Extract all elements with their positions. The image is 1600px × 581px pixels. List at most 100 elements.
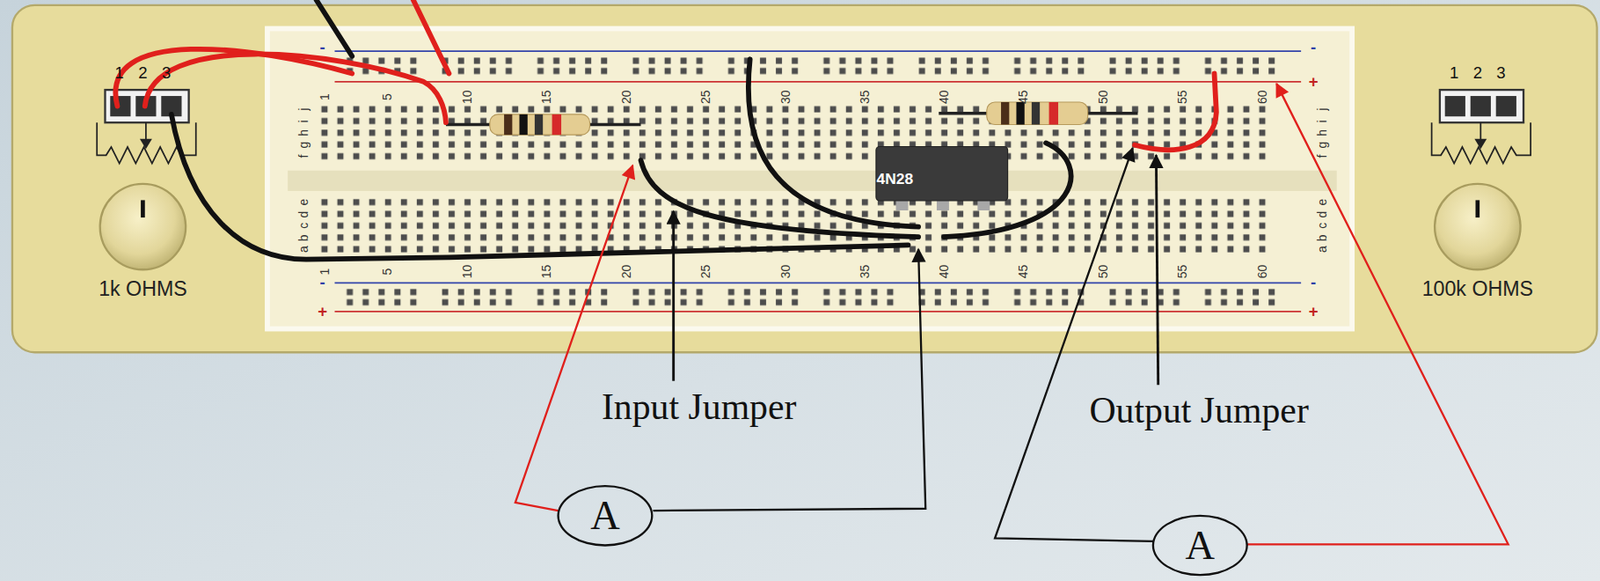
terminal-holes: [316, 102, 1271, 255]
optocoupler-chip: 4N28: [875, 146, 1009, 202]
meter-label: A: [590, 495, 621, 536]
row-letter-text: c: [1316, 222, 1330, 229]
row-letter-text: g: [298, 140, 311, 148]
meter-leads: [515, 165, 633, 511]
pin-number-text: 1: [115, 65, 125, 82]
pot-knob: [1434, 183, 1520, 270]
row-letter-text: h: [1316, 129, 1330, 137]
column-number: 55: [1176, 264, 1190, 278]
column-number-text: 40: [938, 89, 951, 103]
row-letter: e: [298, 198, 311, 206]
rail-polarity-text: +: [1308, 303, 1319, 321]
rail-polarity-text: -: [1310, 274, 1316, 292]
jumper-wires: [1134, 73, 1217, 151]
pin-number-text: 3: [161, 65, 171, 82]
rail-polarity: -: [1310, 39, 1316, 57]
ammeter-symbol: A: [556, 484, 653, 547]
row-letter-text: b: [298, 233, 311, 242]
column-number-text: 5: [381, 93, 395, 101]
panel: [12, 5, 1598, 352]
resistor-symbol: [986, 102, 1089, 125]
jumper-wires: [748, 58, 919, 227]
pin-number: 3: [161, 65, 171, 82]
column-number: 35: [858, 89, 871, 103]
jumper-wires: [115, 0, 1216, 260]
pin-number-text: 1: [1449, 65, 1459, 82]
rail-polarity: -: [320, 39, 326, 57]
column-number-text: 55: [1176, 89, 1190, 103]
row-letter: a: [298, 245, 311, 253]
column-number: 25: [700, 264, 713, 278]
potentiometer-symbol: [1431, 89, 1532, 164]
row-letter: c: [1316, 222, 1330, 229]
ammeter-symbol: A: [1152, 514, 1249, 577]
row-letter-text: c: [298, 222, 311, 229]
column-number-text: 35: [858, 89, 871, 103]
terminal-holes: [316, 102, 1271, 162]
row-letter-text: e: [298, 198, 311, 206]
column-number-text: 60: [1256, 89, 1269, 103]
pin-number-text: 2: [1473, 65, 1483, 82]
row-letter-text: i: [298, 119, 311, 123]
row-letter: h: [1316, 129, 1330, 137]
row-letter: b: [298, 233, 311, 242]
rail-polarity: -: [1310, 274, 1316, 292]
meter-leads: [994, 147, 1154, 541]
resistor-symbol: [1000, 102, 1009, 125]
column-number-text: 25: [700, 89, 713, 103]
breadboard: [267, 28, 1352, 329]
row-letter: g: [1316, 140, 1330, 148]
resistor-symbol: [534, 114, 543, 135]
row-letter: h: [298, 129, 311, 137]
column-number-text: 20: [620, 89, 633, 103]
rail-polarity: +: [1308, 303, 1319, 321]
row-letter: j: [298, 108, 311, 111]
row-letter: f: [1316, 154, 1330, 159]
column-number: 5: [381, 93, 395, 101]
callout-label: Output Jumper: [1088, 391, 1308, 429]
jumper-wires: [171, 114, 909, 260]
column-number: 30: [779, 89, 792, 103]
column-number: 55: [1176, 89, 1190, 103]
row-letter-text: h: [298, 129, 311, 137]
row-letter-text: a: [298, 245, 311, 253]
column-number: 25: [700, 89, 713, 103]
jumper-wires: [413, 0, 450, 74]
row-letter-text: b: [1316, 233, 1330, 242]
rail-polarity: -: [320, 274, 326, 292]
power-rails: [335, 80, 1302, 83]
column-number: 30: [779, 264, 792, 278]
column-number-text: 40: [938, 264, 951, 278]
callout-label-text: Output Jumper: [1088, 391, 1308, 429]
pot-knob: [100, 183, 186, 270]
column-number: 50: [1096, 264, 1110, 278]
meter-leads: [652, 248, 926, 511]
meter-leads: [515, 83, 1509, 544]
power-rails: [335, 50, 1302, 52]
column-number: 40: [938, 264, 951, 278]
pot-knob: [100, 183, 1521, 270]
column-number: 50: [1096, 89, 1110, 103]
row-letter-text: e: [1316, 198, 1330, 206]
row-letter-text: f: [1316, 154, 1330, 159]
leader-line: [1155, 154, 1158, 385]
column-number-text: 30: [779, 264, 792, 278]
pot-value-text: 100k OHMS: [1422, 278, 1534, 300]
column-number: 60: [1256, 89, 1269, 103]
column-number: 10: [461, 89, 475, 103]
column-number: 45: [1017, 264, 1031, 278]
pin-number-text: 3: [1496, 65, 1506, 82]
row-letter: i: [1316, 119, 1330, 123]
power-rails: [342, 286, 1296, 307]
potentiometer-symbol: [96, 89, 1531, 164]
row-letter: i: [298, 119, 311, 123]
rail-polarity: +: [317, 303, 328, 321]
resistor-symbol: [552, 114, 562, 135]
row-letter-text: j: [298, 108, 311, 111]
column-number-text: 5: [381, 268, 395, 276]
column-number: 35: [858, 264, 871, 278]
pin-number: 3: [1496, 65, 1506, 82]
rail-polarity-text: -: [320, 39, 326, 57]
